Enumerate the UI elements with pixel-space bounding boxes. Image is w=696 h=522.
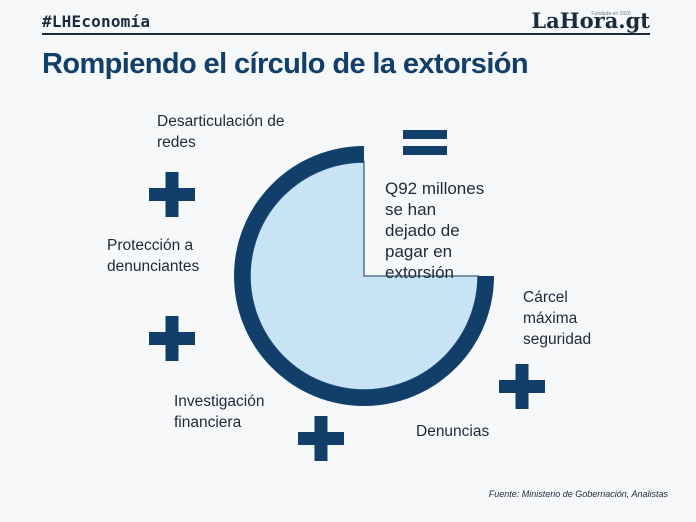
plus-icon (149, 172, 195, 217)
logo-text: LaHora.gt (531, 8, 650, 33)
label-line: denunciantes (107, 258, 200, 275)
logo-tagline: Fundada en 1920 (591, 11, 631, 17)
plus-icon (499, 364, 545, 409)
source-note: Fuente: Ministerio de Gobernación, Anali… (488, 489, 668, 499)
page-title: Rompiendo el círculo de la extorsión (42, 48, 529, 80)
header-rule (42, 33, 650, 35)
center-line: extorsión (385, 263, 454, 282)
equals-icon (403, 130, 447, 155)
center-line: se han (385, 200, 437, 219)
plus-icon (298, 416, 344, 461)
label-line: financiera (174, 414, 242, 431)
label-line: Cárcel (523, 289, 568, 306)
center-line: dejado de (385, 221, 460, 240)
hashtag: #LHEconomía (42, 12, 151, 31)
label-line: seguridad (523, 331, 592, 348)
label-proteccion: Protección a denunciantes (107, 235, 199, 277)
plus-icon (149, 316, 195, 361)
center-line: Q92 millones (385, 179, 485, 198)
label-carcel: Cárcel máxima seguridad (523, 287, 591, 350)
label-denuncias: Denuncias (416, 421, 489, 442)
label-desarticulacion: Desarticulación de redes (157, 111, 285, 153)
label-investigacion: Investigación financiera (174, 391, 264, 433)
label-line: Desarticulación de (157, 113, 285, 130)
label-line: Investigación (174, 393, 265, 410)
inner-pie (249, 161, 479, 391)
label-line: Denuncias (416, 423, 490, 440)
center-text: Q92 millones se han dejado de pagar en e… (385, 178, 484, 283)
logo: LaHora.gt Fundada en 1920 (531, 8, 650, 33)
center-line: pagar en (385, 242, 453, 261)
label-line: Protección a (107, 237, 194, 254)
label-line: redes (157, 134, 196, 151)
label-line: máxima (523, 310, 578, 327)
